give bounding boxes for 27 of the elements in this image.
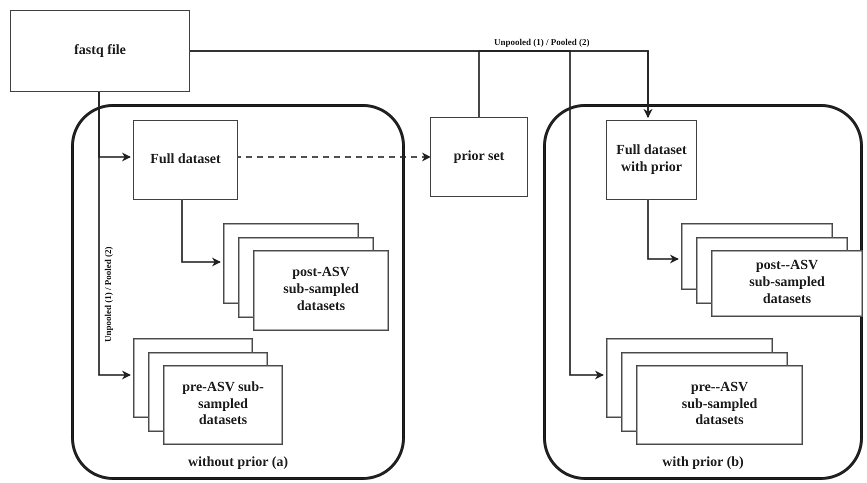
process-box	[606, 120, 697, 200]
arrow	[98, 92, 131, 380]
group-label: with prior (b)	[662, 455, 744, 470]
process-box	[133, 120, 238, 200]
process-box	[10, 10, 190, 92]
stacked-dataset-boxes	[223, 223, 389, 331]
arrow	[235, 152, 431, 162]
group-panel	[71, 104, 405, 480]
arrow	[181, 197, 221, 266]
edge-label: Unpooled (1) / Pooled (2)	[492, 37, 592, 47]
stacked-dataset-boxes	[606, 338, 803, 445]
process-box	[430, 117, 528, 197]
node-label: Full dataset with prior	[615, 143, 688, 177]
stacked-dataset-boxes	[133, 338, 283, 445]
node-label: post-ASV sub-sampled datasets	[282, 265, 360, 316]
group-panel	[543, 104, 863, 480]
node-label: pre--ASV sub-sampled datasets	[680, 380, 758, 430]
node-label: prior set	[454, 148, 504, 166]
arrow	[190, 50, 604, 380]
edge-label: Unpooled (1) / Pooled (2)	[103, 246, 113, 344]
arrow	[647, 197, 679, 264]
node-label: Full dataset	[150, 152, 221, 168]
stacked-dataset-boxes	[681, 223, 863, 317]
node-label: post--ASV sub-sampled datasets	[748, 258, 826, 309]
group-label: without prior (a)	[188, 455, 288, 470]
node-label: fastq file	[74, 42, 126, 60]
node-label: pre-ASV sub-sampled datasets	[181, 380, 265, 430]
